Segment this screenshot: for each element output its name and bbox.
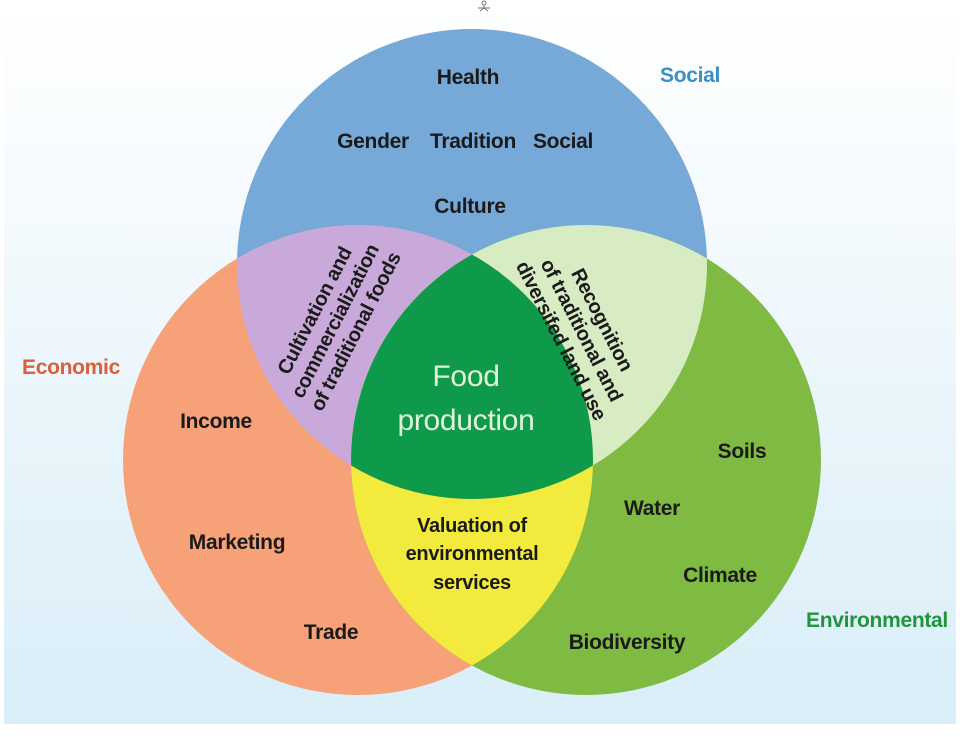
social-item-social: Social xyxy=(533,130,593,153)
social-item-tradition: Tradition xyxy=(430,130,516,153)
center-line-2: production xyxy=(397,404,534,437)
economic-label: Economic xyxy=(22,356,121,379)
economic-item-trade: Trade xyxy=(304,621,359,644)
environmental-item-water: Water xyxy=(624,497,680,520)
economic-environmental-line-2: environmental xyxy=(406,543,539,565)
environmental-item-climate: Climate xyxy=(683,564,757,587)
social-item-culture: Culture xyxy=(434,195,505,218)
environmental-label: Environmental xyxy=(806,609,948,632)
figure-mark-icon xyxy=(478,0,490,12)
environmental-item-biodiversity: Biodiversity xyxy=(569,631,686,654)
economic-environmental-line-1: Valuation of xyxy=(417,515,527,537)
social-item-gender: Gender xyxy=(337,130,409,153)
center-line-1: Food xyxy=(432,360,499,393)
food-production-center xyxy=(351,225,593,499)
economic-item-marketing: Marketing xyxy=(189,531,286,554)
environmental-item-soils: Soils xyxy=(718,440,767,463)
social-label: Social xyxy=(660,64,720,87)
social-item-health: Health xyxy=(437,66,499,89)
economic-environmental-line-3: services xyxy=(433,572,511,594)
economic-item-income: Income xyxy=(180,410,252,433)
